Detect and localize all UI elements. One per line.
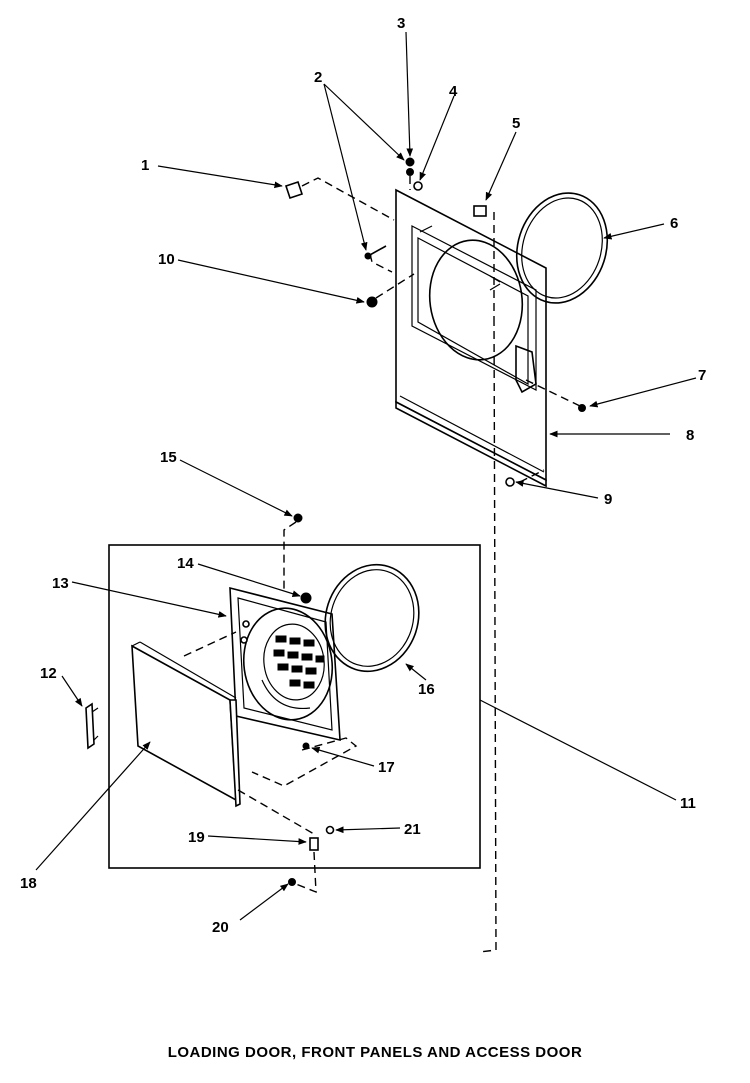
part-4-nut [413, 181, 423, 191]
callout-12: 12 [40, 665, 57, 682]
callout-2: 2 [314, 69, 322, 86]
part-10-grommet [366, 296, 378, 308]
callout-10: 10 [158, 251, 175, 268]
part-19-latch [309, 837, 319, 851]
callout-20: 20 [212, 919, 229, 936]
part-9-screw [505, 477, 515, 487]
callout-labels: 1 2 3 4 5 6 7 8 9 10 11 12 13 14 15 16 1… [20, 15, 706, 936]
lower-assembly-lines [183, 521, 358, 894]
callout-3: 3 [397, 15, 405, 32]
part-21-washer [325, 825, 335, 835]
part-16-door-gasket [324, 563, 420, 673]
part-11-door-assembly-box [108, 544, 481, 869]
part-14-bumper [300, 592, 312, 604]
callout-15: 15 [160, 449, 177, 466]
callout-6: 6 [670, 215, 678, 232]
callout-21: 21 [404, 821, 421, 838]
part-3-screw [406, 168, 414, 176]
callout-14: 14 [177, 555, 194, 572]
callout-18: 18 [20, 875, 37, 892]
callout-16: 16 [418, 681, 435, 698]
part-5-strike [473, 205, 487, 217]
callout-7: 7 [698, 367, 706, 384]
callout-8: 8 [686, 427, 694, 444]
part-7-screw [578, 404, 586, 412]
part-18-outer-door [131, 641, 241, 808]
upper-assembly-lines [301, 176, 581, 953]
part-1-clip [284, 180, 304, 200]
front-panel [395, 188, 547, 488]
callout-11: 11 [680, 795, 696, 812]
part-12-handle [85, 702, 99, 750]
leader-lines [35, 31, 697, 921]
part-15-screw [293, 513, 303, 523]
diagram-caption: LOADING DOOR, FRONT PANELS AND ACCESS DO… [167, 1044, 583, 1061]
part-6-gasket [515, 192, 609, 304]
callout-19: 19 [188, 829, 205, 846]
callout-4: 4 [449, 83, 458, 100]
callout-13: 13 [52, 575, 69, 592]
callout-1: 1 [141, 157, 149, 174]
door-grille [273, 635, 325, 689]
part-20-screw [288, 878, 296, 886]
callout-9: 9 [604, 491, 612, 508]
part-13-inner-door [229, 586, 341, 742]
callout-17: 17 [378, 759, 395, 776]
callout-5: 5 [512, 115, 520, 132]
